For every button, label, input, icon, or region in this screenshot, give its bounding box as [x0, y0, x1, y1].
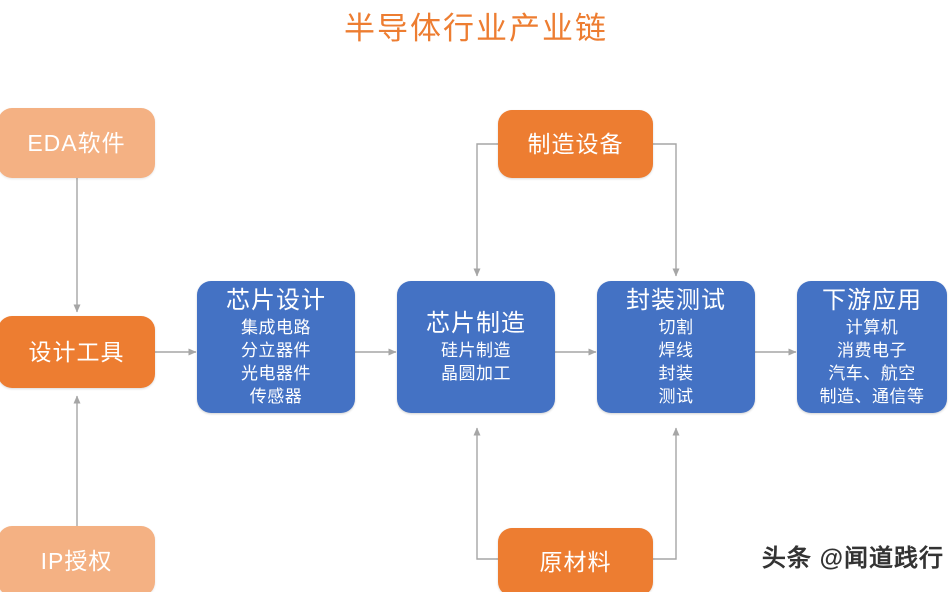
page-title: 半导体行业产业链	[344, 11, 608, 46]
node-chip-manufacturing-sub-1: 晶圆加工	[441, 364, 511, 383]
node-design-tools[interactable]: 设计工具	[0, 316, 155, 388]
node-packaging-testing[interactable]: 封装测试 切割 焊线 封装 测试	[597, 281, 755, 413]
node-downstream-application-sub-3: 制造、通信等	[819, 387, 925, 406]
node-packaging-testing-sub-0: 切割	[658, 318, 694, 337]
edge-equipment-to-packaging	[652, 143, 680, 277]
node-manufacturing-equipment[interactable]: 制造设备	[498, 110, 653, 178]
node-chip-manufacturing[interactable]: 芯片制造 硅片制造 晶圆加工	[397, 281, 555, 413]
node-packaging-testing-sub-2: 封装	[658, 364, 694, 383]
node-chip-design[interactable]: 芯片设计 集成电路 分立器件 光电器件 传感器	[197, 281, 355, 413]
node-manufacturing-equipment-label: 制造设备	[527, 131, 624, 157]
node-downstream-application[interactable]: 下游应用 计算机 消费电子 汽车、航空 制造、通信等	[797, 281, 947, 413]
node-chip-design-head: 芯片设计	[226, 287, 326, 314]
node-raw-materials[interactable]: 原材料	[498, 528, 653, 592]
node-packaging-testing-head: 封装测试	[626, 287, 726, 314]
node-chip-manufacturing-sub-0: 硅片制造	[441, 341, 511, 360]
node-chip-manufacturing-head: 芯片制造	[426, 310, 526, 337]
node-packaging-testing-sub-1: 焊线	[658, 341, 694, 360]
node-eda-software-label: EDA软件	[27, 130, 126, 156]
edge-raw-materials-to-packaging	[652, 427, 680, 560]
node-design-tools-label: 设计工具	[28, 339, 125, 365]
node-downstream-application-head: 下游应用	[822, 287, 922, 314]
node-raw-materials-label: 原材料	[539, 549, 612, 575]
edge-equipment-to-chip-manufacturing	[473, 143, 498, 277]
node-downstream-application-sub-1: 消费电子	[837, 341, 907, 360]
node-chip-design-sub-2: 光电器件	[241, 364, 311, 383]
node-downstream-application-sub-0: 计算机	[845, 318, 899, 337]
node-chip-design-sub-3: 传感器	[249, 387, 303, 406]
node-eda-software[interactable]: EDA软件	[0, 108, 155, 178]
node-ip-licensing-label: IP授权	[40, 548, 113, 574]
watermark: 头条 @闻道践行	[761, 545, 944, 572]
node-chip-design-sub-1: 分立器件	[241, 341, 311, 360]
node-ip-licensing[interactable]: IP授权	[0, 526, 155, 592]
node-packaging-testing-sub-3: 测试	[658, 387, 694, 406]
node-downstream-application-sub-2: 汽车、航空	[828, 364, 916, 383]
node-chip-design-sub-0: 集成电路	[241, 318, 311, 337]
edge-raw-materials-to-chip-manufacturing	[473, 427, 498, 560]
